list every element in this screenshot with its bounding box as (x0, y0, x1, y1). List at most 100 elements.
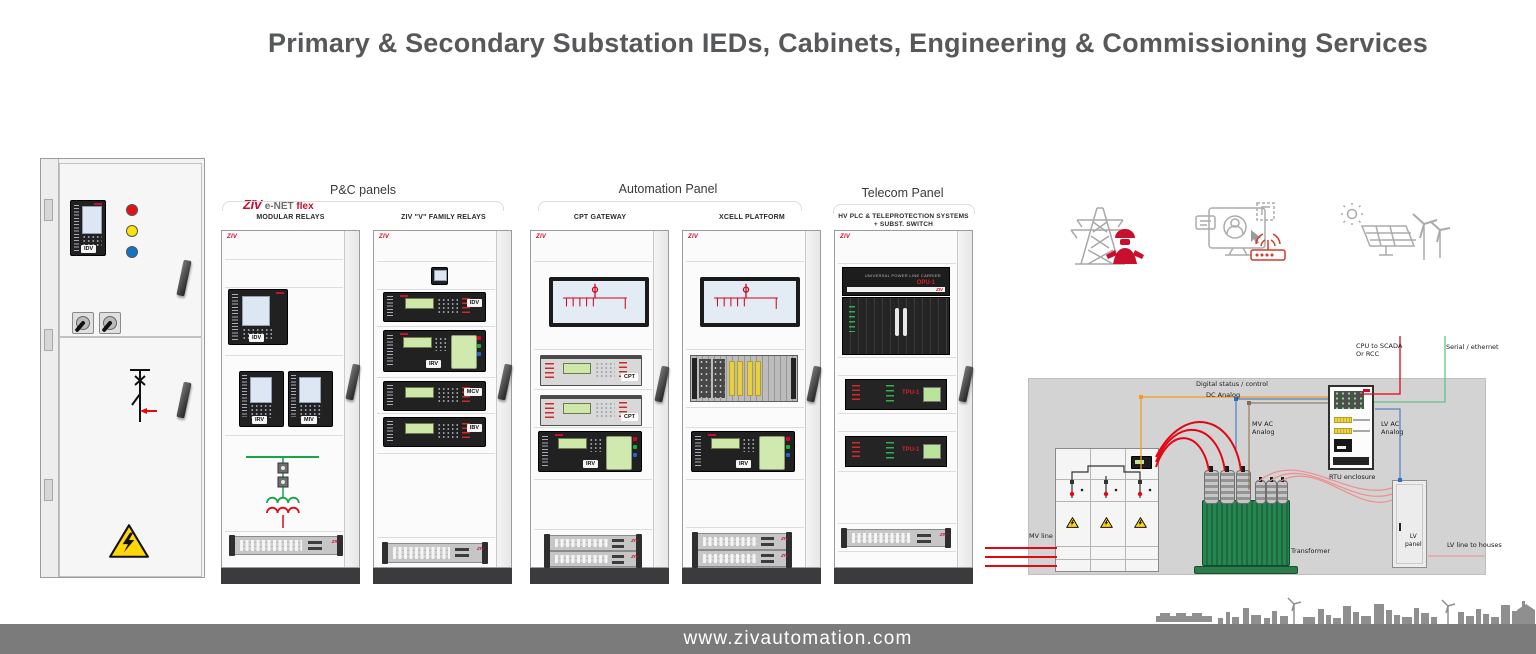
unit-keypad[interactable] (595, 402, 615, 418)
door-handle[interactable] (176, 259, 192, 297)
sun-icon (1346, 208, 1358, 220)
terminal-strip: ZIV (229, 535, 343, 556)
relay-unit-irv: IRV (538, 431, 642, 472)
cabinet-body: ZIV IDV IRV (373, 230, 513, 568)
single-line-diagram-symbol (130, 369, 157, 422)
green-button[interactable] (633, 445, 637, 449)
led-column (462, 423, 470, 439)
relay-keypad[interactable] (250, 404, 274, 418)
mimic-pane (606, 436, 632, 470)
panel-seam (377, 377, 495, 378)
group-bracket-automation (538, 201, 802, 211)
upper-door[interactable]: IDV (59, 163, 202, 337)
led-column (619, 362, 627, 378)
panel-seam (225, 355, 343, 356)
relay-screen (1135, 460, 1144, 464)
panel-seam (686, 527, 804, 528)
lower-door[interactable] (59, 337, 202, 577)
cabinet-v-family: ZIV IDV IRV (373, 230, 513, 584)
terminal-block-yellow (1334, 417, 1352, 423)
opu-title: UNIVERSAL POWER LINE CARRIER (864, 273, 941, 278)
strip-bracket (544, 550, 550, 568)
relay-keypad[interactable] (437, 387, 458, 403)
blue-button[interactable] (477, 352, 481, 356)
panel-seam (838, 523, 956, 524)
relay-keypad[interactable] (434, 337, 449, 351)
strip-bracket (382, 542, 388, 564)
yellow-indicator-lamp (126, 225, 138, 237)
panel-seam (838, 551, 956, 552)
panel-row-line (1056, 479, 1158, 480)
relay-keypad[interactable] (589, 438, 604, 452)
led-column (232, 294, 238, 340)
panel-seam (838, 471, 956, 472)
relay-keypad[interactable] (82, 235, 102, 247)
unit-lcd (563, 403, 591, 414)
ziv-logo: ZIV (476, 546, 484, 551)
led-column (545, 403, 554, 421)
unit-model-chip: CPT (621, 373, 638, 381)
unit-top-strip (541, 396, 641, 399)
lv-panel-door (1396, 484, 1423, 564)
mounting-bracket (692, 358, 697, 399)
relay-unit: IRV (239, 371, 284, 427)
relay-unit-ibv: IBV (383, 417, 486, 447)
relay-keypad[interactable] (299, 404, 323, 418)
ziv-logo: ZIV (379, 234, 390, 240)
rtu-cpu-module (1334, 391, 1364, 409)
red-button[interactable] (633, 437, 637, 441)
blue-button[interactable] (633, 453, 637, 457)
green-button[interactable] (786, 445, 790, 449)
unit-keypad[interactable] (595, 362, 615, 378)
group-label-telecom: Telecom Panel (861, 186, 944, 200)
io-module (713, 359, 725, 398)
cabinet-plinth (530, 568, 669, 584)
blue-button[interactable] (786, 453, 790, 457)
strip-bracket (636, 550, 642, 568)
relay-keypad[interactable] (437, 298, 458, 314)
mimic-pane (451, 335, 477, 369)
led-column (462, 298, 470, 314)
label-mv-line: MV line (1029, 532, 1053, 540)
hmi-monitor[interactable] (549, 277, 649, 327)
small-display-unit (431, 267, 448, 285)
cabinet-body: ZIV (682, 230, 822, 568)
red-button[interactable] (786, 437, 790, 441)
strip-bracket (636, 534, 642, 552)
red-button[interactable] (477, 336, 481, 340)
ziv-logo: ZIV (536, 234, 547, 240)
strip-bracket (841, 528, 847, 548)
tpu-screen (923, 387, 941, 402)
brand-mark (555, 434, 563, 436)
opu-model: OPU-1 (916, 280, 935, 286)
hmi-monitor[interactable] (700, 277, 800, 327)
label-digital-status: Digital status / control (1196, 380, 1268, 388)
connector-block (917, 533, 931, 537)
rotary-switch[interactable] (99, 312, 121, 334)
relay-keypad[interactable] (742, 438, 757, 452)
relay-model-chip: IRV (736, 460, 752, 468)
ziv-logo: ZIV (631, 538, 639, 543)
label-rtu-enclosure: RTU enclosure (1329, 473, 1376, 481)
green-button[interactable] (477, 344, 481, 348)
mounting-bracket (791, 358, 796, 399)
relay-screen (299, 377, 321, 403)
panel-seam (534, 349, 652, 350)
connector-slot (903, 308, 907, 336)
rotary-switch[interactable] (72, 312, 94, 334)
relay-unit-irv: IRV (691, 431, 795, 472)
cabinet-telecom: ZIV UNIVERSAL POWER LINE CARRIER OPU-1 Z… (834, 230, 974, 584)
relay-keypad[interactable] (437, 423, 458, 439)
website-url[interactable]: www.zivautomation.com (683, 628, 913, 649)
io-module (699, 359, 711, 398)
unit-top-strip (541, 356, 641, 359)
relay-model-chip: IDV (249, 334, 265, 342)
panel-seam (377, 261, 495, 262)
door-handle[interactable] (176, 381, 192, 419)
panel-seam (838, 413, 956, 414)
brand-mark (400, 333, 408, 335)
led-column (387, 385, 393, 407)
